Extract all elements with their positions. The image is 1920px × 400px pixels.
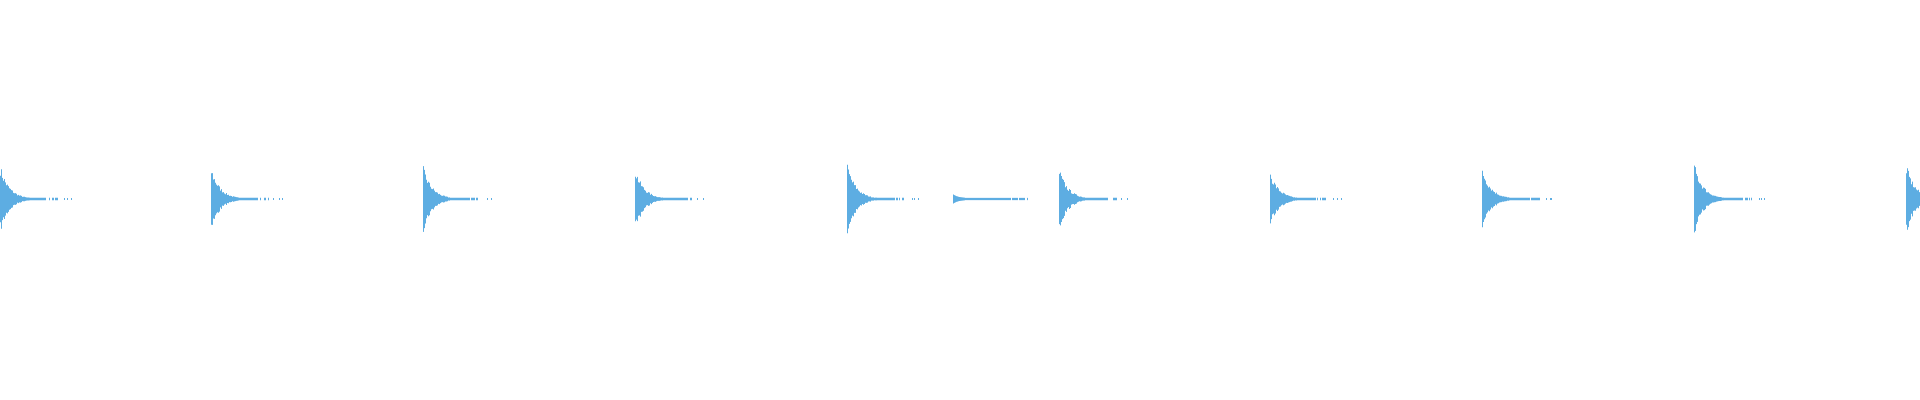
waveform-path — [0, 164, 1920, 234]
